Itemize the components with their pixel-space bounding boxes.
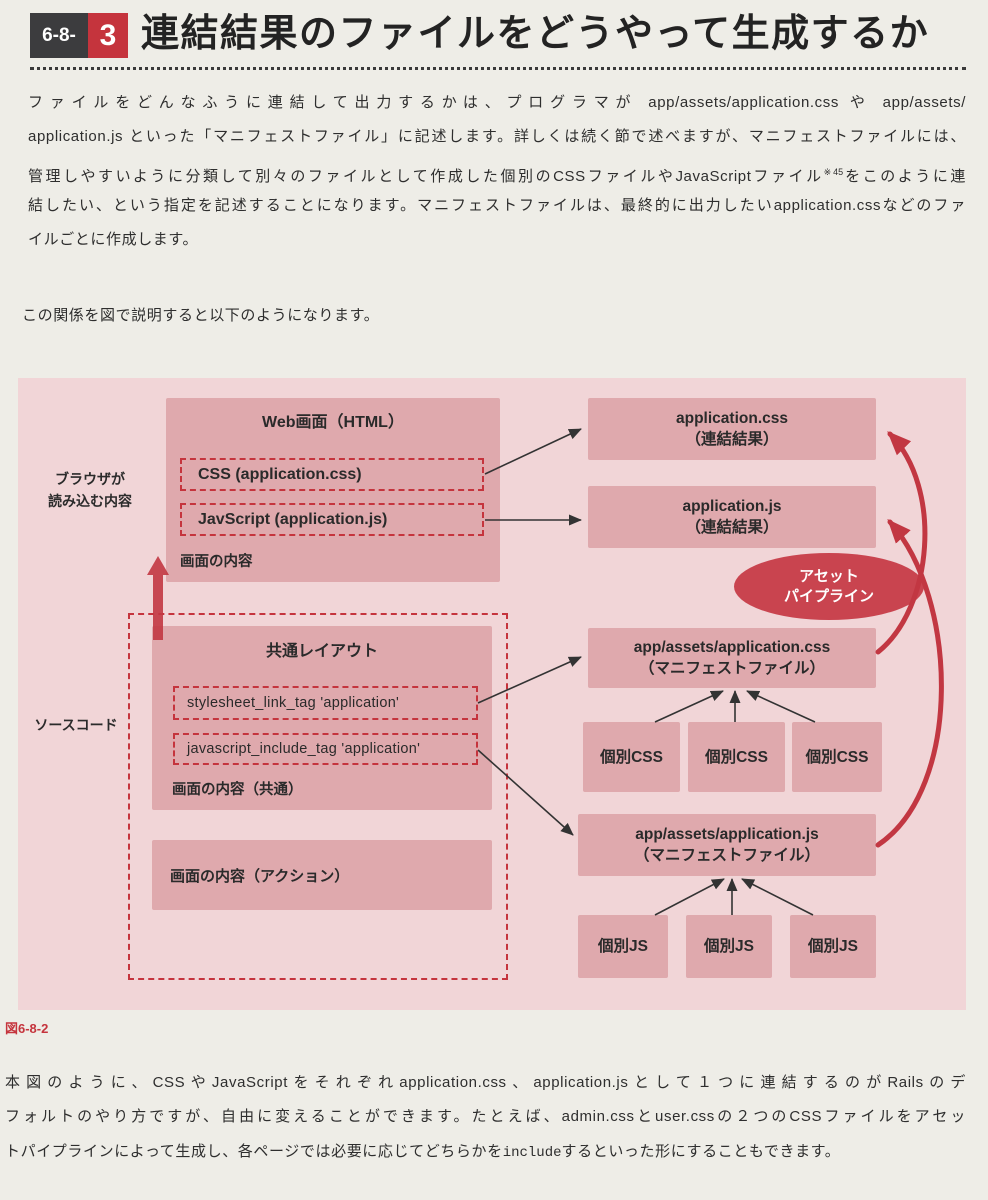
browser-content-label: ブラウザが 読み込む内容: [40, 468, 140, 512]
js-output-tag: JavScript (application.js): [180, 503, 484, 536]
action-content-label: 画面の内容（アクション）: [170, 867, 350, 885]
intro-paragraph: ファイルをどんなふうに連結して出力するかは、プログラマが app/assets/…: [28, 86, 966, 257]
individual-js-box: 個別JS: [790, 915, 876, 978]
web-screen-title: Web画面（HTML）: [262, 414, 404, 431]
title-dotted-rule: [30, 67, 966, 70]
section-number-badge: 3: [88, 13, 128, 58]
intro-line: application.js といった「マニフェストファイル」に記述します。詳し…: [28, 128, 966, 146]
browser-label-line: 読み込む内容: [48, 493, 132, 509]
common-content-label: 画面の内容（共通）: [172, 782, 303, 798]
footnote-reference: ※45: [823, 166, 844, 177]
intro-line: イルごとに作成します。: [28, 231, 199, 249]
source-code-label: ソースコード: [34, 717, 118, 733]
individual-css-box: 個別CSS: [792, 722, 882, 792]
common-layout-box: 共通レイアウト stylesheet_link_tag 'application…: [152, 626, 492, 810]
output-js-box: application.js （連結結果）: [588, 486, 876, 548]
closing-paragraph: 本図のように、CSSやJavaScriptをそれぞれapplication.cs…: [5, 1066, 966, 1169]
asset-pipeline-diagram: ブラウザが 読み込む内容 ソースコード Web画面（HTML） CSS (app…: [18, 378, 966, 1010]
closing-line: 本図のように、CSSやJavaScriptをそれぞれapplication.cs…: [5, 1074, 966, 1091]
action-content-box: 画面の内容（アクション）: [152, 840, 492, 910]
pipeline-label-line: アセット: [799, 567, 859, 585]
intro-line: 結したい、という指定を記述することになります。マニフェストファイルは、最終的に出…: [28, 196, 966, 214]
output-css-note: （連結結果）: [685, 431, 779, 448]
asset-pipeline-ellipse: アセット パイプライン: [734, 553, 924, 620]
closing-line: フォルトのやり方ですが、自由に変えることができます。たとえば、admin.css…: [5, 1108, 966, 1126]
arrow-individual-css-to-manifest: [746, 690, 816, 723]
javascript-include-tag: javascript_include_tag 'application': [173, 733, 478, 765]
manifest-js-path: app/assets/application.js: [635, 826, 819, 843]
intro-line-text: 管理しやすいように分類して別々のファイルとして作成した個別のCSSファイルやJa…: [28, 167, 824, 185]
output-css-box: application.css （連結結果）: [588, 398, 876, 460]
output-js-note: （連結結果）: [685, 519, 779, 536]
web-screen-box: Web画面（HTML） CSS (application.css) JavScr…: [166, 398, 500, 582]
individual-js-box: 個別JS: [578, 915, 668, 978]
intro-line: 管理しやすいように分類して別々のファイルとして作成した個別のCSSファイルやJa…: [28, 155, 966, 189]
intro-line: ファイルをどんなふうに連結して出力するかは、プログラマが app/assets/…: [28, 94, 966, 111]
section-prefix-badge: 6-8-: [30, 13, 88, 58]
output-js-name: application.js: [682, 498, 782, 515]
closing-line: トパイプラインによって生成し、各ページでは必要に応じてどちらかをincludeす…: [5, 1135, 966, 1169]
manifest-css-path: app/assets/application.css: [633, 639, 831, 656]
individual-js-box: 個別JS: [686, 915, 772, 978]
browser-label-line: ブラウザが: [55, 471, 125, 487]
common-layout-title: 共通レイアウト: [265, 643, 378, 660]
arrow-individual-js-to-manifest: [654, 878, 725, 916]
manifest-css-note: （マニフェストファイル）: [638, 660, 825, 677]
diagram-intro-sentence: この関係を図で説明すると以下のようになります。: [22, 307, 380, 324]
section-title: 連結結果のファイルをどうやって生成するか: [141, 13, 930, 55]
stylesheet-link-tag: stylesheet_link_tag 'application': [173, 686, 478, 720]
closing-line-text: するといった形にすることもできます。: [561, 1142, 841, 1160]
pipeline-label-line: パイプライン: [783, 587, 874, 605]
intro-line-text: をこのように連: [843, 167, 966, 185]
individual-css-box: 個別CSS: [688, 722, 785, 792]
manifest-js-note: （マニフェストファイル）: [633, 847, 820, 864]
inline-code: include: [502, 1144, 562, 1161]
arrow-individual-js-to-manifest: [741, 878, 814, 916]
manifest-js-box: app/assets/application.js （マニフェストファイル）: [578, 814, 876, 876]
manifest-css-box: app/assets/application.css （マニフェストファイル）: [588, 628, 876, 688]
arrow-individual-css-to-manifest: [654, 690, 724, 723]
closing-line-text: トパイプラインによって生成し、各ページでは必要に応じてどちらかを: [5, 1142, 503, 1160]
individual-css-box: 個別CSS: [583, 722, 680, 792]
web-screen-content-label: 画面の内容: [180, 554, 253, 570]
output-css-name: application.css: [676, 410, 788, 427]
css-output-tag: CSS (application.css): [180, 458, 484, 491]
pipeline-arrow-css: [875, 431, 928, 655]
figure-caption: 図6-8-2: [5, 1021, 49, 1036]
